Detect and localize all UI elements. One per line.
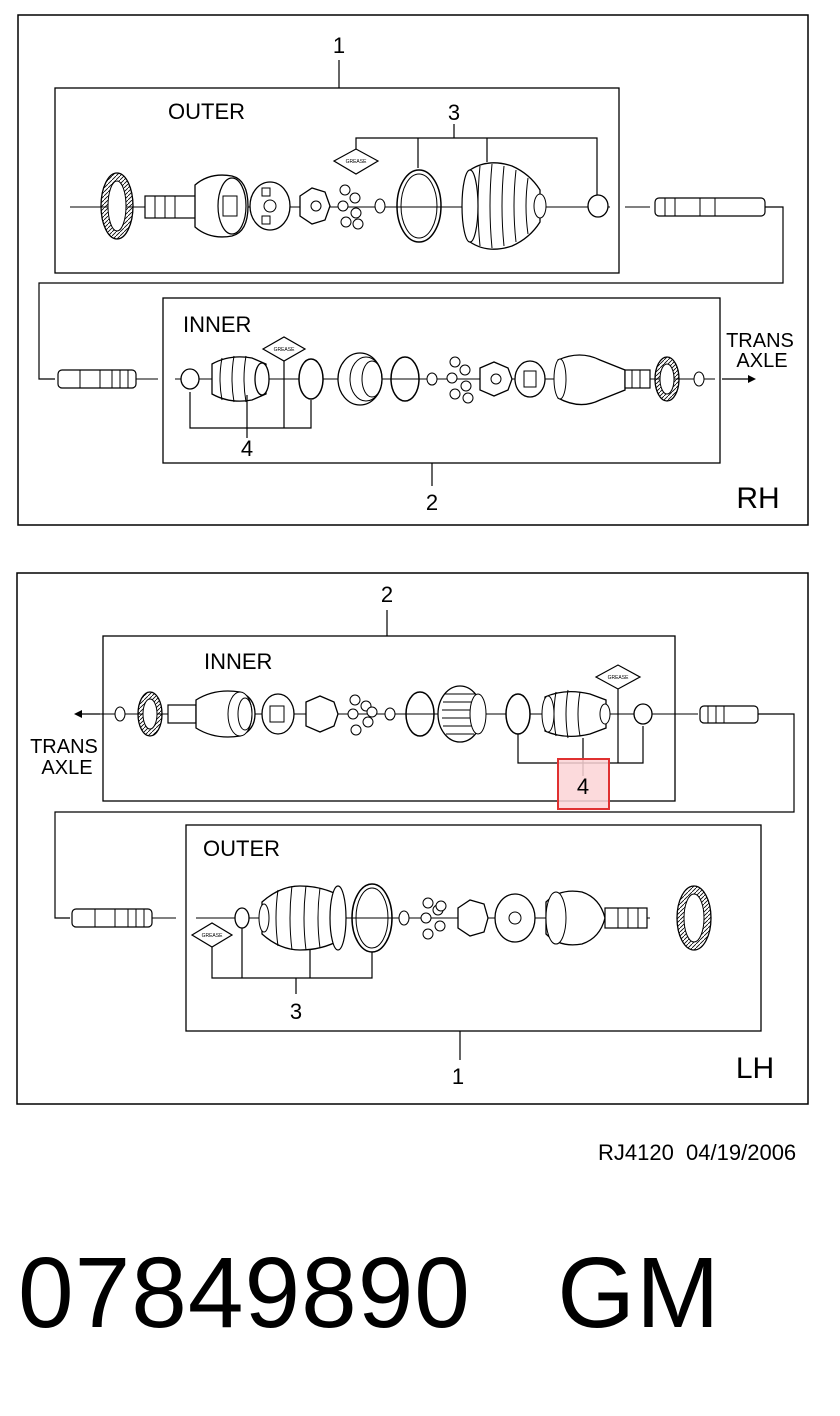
lh-inner-ring-icon	[405, 691, 435, 737]
lh-axle-label: AXLE	[41, 757, 92, 779]
lh-inner-small-clamp-icon	[633, 703, 653, 725]
rh-axle-shaft-icon	[654, 197, 766, 217]
lh-inner-clamp-icon	[505, 693, 531, 735]
lh-outer-title: OUTER	[203, 836, 280, 861]
rh-inner-grease-icon	[261, 336, 307, 362]
lh-callout-2: 2	[381, 582, 393, 607]
lh-outer-boot-icon	[261, 885, 341, 951]
lh-side-label: LH	[736, 1052, 774, 1085]
lh-outer-stub-shaft	[604, 907, 648, 929]
part-number-line: 07849890 GM	[18, 1238, 720, 1348]
rh-inner-race-icon	[479, 361, 513, 397]
rh-outer-grease-icon	[332, 148, 380, 175]
rh-outer-balls-icon	[337, 184, 364, 230]
rh-inner-housing-icon	[557, 354, 626, 406]
rh-callout-1: 1	[333, 33, 345, 58]
rh-inner-ring-icon	[390, 356, 420, 402]
lh-axle-shaft-icon	[699, 705, 759, 724]
rh-cage-icon	[249, 181, 291, 231]
rh-inner-race-icon	[299, 187, 331, 225]
lh-callout-3: 3	[290, 999, 302, 1024]
rh-callout-3: 3	[448, 100, 460, 125]
lh-outer-grease-icon	[190, 922, 234, 948]
rh-outer-stub-shaft	[144, 195, 198, 219]
rh-inner-clamp-icon	[298, 358, 324, 400]
lh-frame	[16, 572, 809, 1105]
lh-inner-title: INNER	[204, 649, 272, 674]
lh-callout-4-highlight[interactable]	[557, 758, 610, 810]
svg-text:GREASE: GREASE	[346, 159, 368, 165]
rh-trans-label: TRANS	[726, 330, 794, 352]
rh-panel: 1 OUTER 3 GREASE	[17, 14, 809, 526]
rh-outer-clamp-icon	[396, 169, 442, 243]
lh-inner-grease-icon	[594, 664, 642, 690]
rh-axle-label: AXLE	[736, 350, 787, 372]
svg-text:GREASE: GREASE	[274, 347, 296, 353]
lh-callout-4: 4	[577, 774, 589, 799]
rh-inner-cage-icon	[514, 360, 546, 398]
rh-callout-4: 4	[241, 436, 253, 461]
drawing-reference: RJ4120 04/19/2006	[598, 1140, 797, 1165]
svg-text:GREASE: GREASE	[608, 675, 630, 681]
rh-outer-small-clamp-icon	[587, 194, 609, 218]
rh-outer-title: OUTER	[168, 99, 245, 124]
rh-side-label: RH	[736, 482, 779, 515]
rh-inner-shaft-icon	[57, 369, 137, 389]
lh-trans-label: TRANS	[30, 736, 98, 758]
lh-outer-cage-icon	[494, 893, 536, 943]
part-number: 07849890	[18, 1237, 471, 1349]
rh-inner-balls-icon	[446, 356, 474, 404]
rh-inner-small-clamp-icon	[180, 368, 200, 390]
lh-inner-race-icon	[305, 695, 339, 733]
lh-inner-box	[102, 635, 676, 802]
lh-outer-small-clamp-icon	[234, 907, 250, 929]
svg-text:GREASE: GREASE	[202, 933, 224, 939]
rh-outer-box	[54, 87, 620, 274]
lh-panel: 2 INNER TRANS AXLE	[16, 572, 809, 1105]
lh-outer-inner-race-icon	[457, 899, 489, 937]
lh-outer-box	[185, 824, 762, 1032]
rh-inner-title: INNER	[183, 312, 251, 337]
lh-inner-cage-icon	[261, 693, 295, 735]
rh-outer-boot-icon	[469, 162, 541, 250]
lh-callout-1: 1	[452, 1064, 464, 1089]
brand-name: GM	[557, 1237, 721, 1349]
rh-frame	[17, 14, 809, 526]
lh-outer-balls-icon	[420, 897, 447, 940]
lh-inner-balls-icon	[347, 694, 378, 736]
lh-outer-shaft-icon	[71, 908, 153, 928]
rh-inner-box	[162, 297, 721, 464]
rh-callout-2: 2	[426, 490, 438, 515]
